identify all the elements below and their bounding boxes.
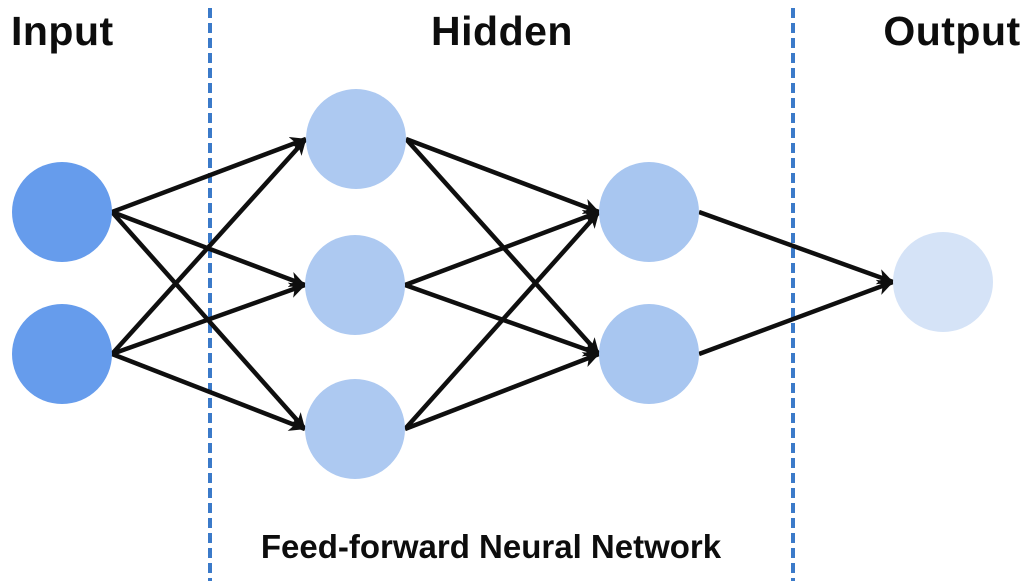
hidden-layer-1-node-2: [305, 235, 405, 335]
edge-input-layer-n2-to-hidden-layer-1-n3: [111, 351, 306, 432]
hidden-layer-1-node-1: [306, 89, 406, 189]
input-layer-node-1: [12, 162, 112, 262]
neuron-nodes: [12, 89, 993, 479]
edge-hidden-layer-1-n3-to-hidden-layer-2-n1: [403, 210, 601, 431]
output-layer-label: Output: [883, 8, 1021, 54]
hidden-layer-1-node-3: [305, 379, 405, 479]
edge-hidden-layer-1-n2-to-hidden-layer-2-n1: [404, 209, 600, 288]
edge-hidden-layer-2-n1-to-output-layer-n1: [698, 209, 894, 285]
hidden-layer-2-node-1: [599, 162, 699, 262]
edge-hidden-layer-1-n3-to-hidden-layer-2-n2: [404, 351, 600, 432]
input-layer-label: Input: [11, 8, 114, 54]
diagram-caption: Feed-forward Neural Network: [260, 528, 722, 565]
hidden-layer-label: Hidden: [431, 8, 573, 54]
output-layer-node-1: [893, 232, 993, 332]
connection-arrows: [110, 136, 894, 432]
layer-divider-lines: [208, 8, 795, 581]
edge-hidden-layer-2-n2-to-output-layer-n1: [698, 279, 894, 357]
hidden-layer-2-node-2: [599, 304, 699, 404]
edge-hidden-layer-1-n1-to-hidden-layer-2-n1: [405, 136, 600, 215]
edge-input-layer-n2-to-hidden-layer-1-n1: [110, 137, 308, 356]
edge-input-layer-n2-to-hidden-layer-1-n2: [111, 282, 306, 357]
input-layer-node-2: [12, 304, 112, 404]
edge-input-layer-n1-to-hidden-layer-1-n1: [111, 136, 307, 215]
